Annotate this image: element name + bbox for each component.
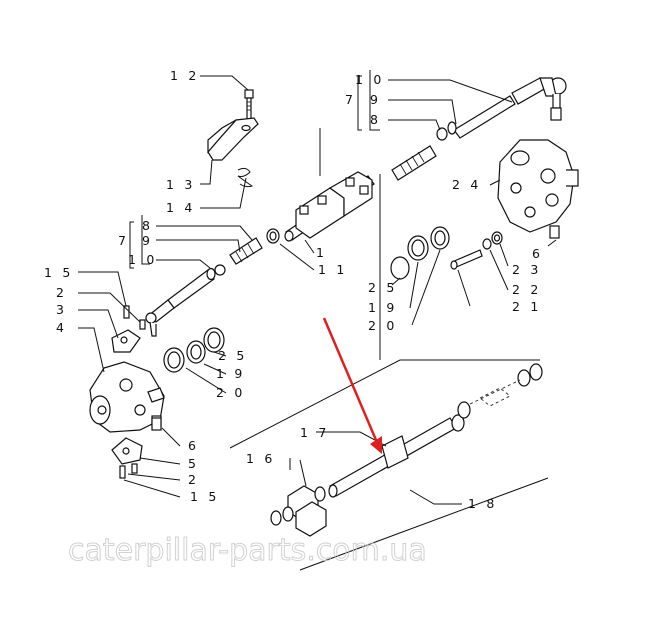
seal-25-right	[390, 256, 410, 280]
callout-21: 2 1	[512, 299, 541, 314]
nut-23	[491, 231, 503, 245]
callout-12: 1 2	[170, 68, 199, 83]
callout-4: 4	[56, 320, 67, 335]
callout-5: 5	[188, 456, 199, 471]
callout-7-left: 7	[118, 233, 129, 248]
callout-6-left: 6	[188, 438, 199, 453]
detail-frame	[229, 128, 549, 571]
callout-23: 2 3	[512, 262, 541, 277]
callout-8-left: 8	[142, 218, 153, 233]
bushings-left	[163, 327, 225, 373]
callout-19-right: 1 9	[368, 300, 397, 315]
callout-14: 1 4	[166, 200, 195, 215]
callout-1: 1	[316, 245, 327, 260]
callout-9-right: 9	[370, 92, 381, 107]
bracket-13	[207, 117, 259, 161]
center-tube-1	[284, 171, 375, 242]
callout-22: 2 2	[512, 282, 541, 297]
washer-22	[482, 238, 492, 250]
callout-20-right: 2 0	[368, 318, 397, 333]
callout-17: 1 7	[300, 425, 329, 440]
pointer-arrow	[322, 317, 382, 454]
ring-11	[266, 228, 280, 244]
callout-11: 1 1	[318, 262, 347, 277]
callout-10-right: 1 0	[355, 72, 384, 87]
callout-brackets	[129, 75, 362, 269]
callout-7-right: 7	[345, 92, 356, 107]
callout-19-left: 1 9	[216, 366, 245, 381]
cap-3	[111, 329, 141, 353]
callout-25-right: 2 5	[368, 280, 397, 295]
bolt-21	[450, 249, 483, 270]
bolts-2-15	[119, 305, 146, 479]
cap-5	[111, 437, 143, 465]
leader-lines	[78, 70, 557, 505]
adjuster-8-left	[229, 237, 263, 265]
knuckle-24	[497, 139, 579, 239]
callout-15-top: 1 5	[44, 265, 73, 280]
callout-2-top: 2	[56, 285, 67, 300]
clip-14	[237, 167, 254, 188]
shaft-17	[328, 414, 465, 498]
callout-20-left: 2 0	[216, 385, 245, 400]
callout-25-left: 2 5	[218, 348, 247, 363]
callout-3: 3	[56, 302, 67, 317]
tie-rod-left	[145, 264, 226, 337]
bushing-19-right	[407, 226, 450, 261]
callout-24: 2 4	[452, 177, 481, 192]
callout-6-right: 6	[532, 246, 543, 261]
callout-16: 1 6	[246, 451, 275, 466]
brackets-16	[270, 485, 327, 537]
seals-18	[457, 363, 543, 419]
watermark: caterpillar-parts.com.ua	[68, 533, 427, 568]
callout-15-bottom: 1 5	[190, 489, 219, 504]
tie-rod-right	[436, 77, 567, 141]
adjuster-8-right	[391, 145, 437, 181]
callout-9-left: 9	[142, 233, 153, 248]
knuckle-4	[89, 361, 165, 433]
callout-18: 1 8	[468, 496, 497, 511]
callout-2-bottom: 2	[188, 472, 199, 487]
callout-13: 1 3	[166, 177, 195, 192]
callout-10-left: 1 0	[128, 252, 157, 267]
plug-6-left	[151, 417, 162, 431]
callout-8-right: 8	[370, 112, 381, 127]
